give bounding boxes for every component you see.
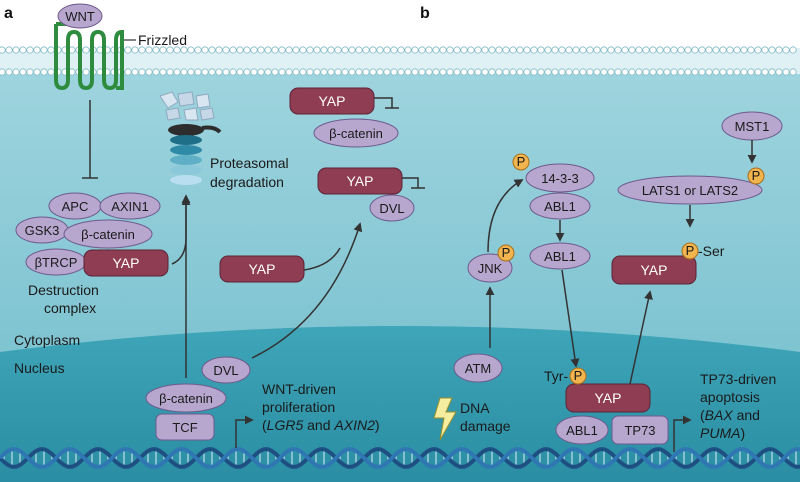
frizzled-receptor xyxy=(54,24,124,91)
phospho-tyr xyxy=(569,367,587,385)
dvl-top-label: DVL xyxy=(379,201,404,216)
arrow-jnk-to-14-3-3 xyxy=(487,179,524,253)
beta-catenin-nucleus-protein xyxy=(145,383,227,413)
lats-protein xyxy=(617,175,763,205)
jnk-label: JNK xyxy=(478,261,503,276)
yap-top-box xyxy=(289,87,375,115)
tp73-line2: apoptosis xyxy=(700,389,760,405)
yap-nucleus-box xyxy=(565,383,651,413)
tp73-protein xyxy=(611,415,669,445)
dvl-nucleus-protein xyxy=(201,356,251,384)
destruction-label-line1: Destruction xyxy=(28,282,99,298)
yap-top-label: YAP xyxy=(319,93,346,109)
tp73-label: TP73 xyxy=(624,423,655,438)
protein-14-3-3-label: 14-3-3 xyxy=(541,171,579,186)
yap-complex-box xyxy=(83,249,169,277)
abl1-nucleus-label: ABL1 xyxy=(566,423,598,438)
tp73-line4: PUMA) xyxy=(700,425,745,441)
yap-complex-label: YAP xyxy=(113,255,140,271)
gsk3-label: GSK3 xyxy=(25,223,60,238)
yap-right-box xyxy=(611,255,697,285)
phospho-ser xyxy=(681,242,699,260)
abl1-mid-protein xyxy=(529,242,591,270)
arrow-wnt-driven xyxy=(235,415,254,448)
phospho-14-3-3-label: P xyxy=(517,154,526,169)
yap-nucleus-label: YAP xyxy=(595,390,622,406)
protein-14-3-3 xyxy=(525,163,595,193)
abl1-nucleus-protein xyxy=(555,415,609,445)
wnt-driven-line2: proliferation xyxy=(262,399,335,415)
phospho-14-3-3 xyxy=(512,153,530,171)
tcf-label: TCF xyxy=(172,420,197,435)
yap-free-box xyxy=(219,255,305,283)
dvl-top-protein xyxy=(369,194,415,222)
nucleus-label: Nucleus xyxy=(14,360,65,376)
beta-catenin-top-label: β-catenin xyxy=(329,126,383,141)
atm-protein xyxy=(453,353,503,383)
lightning-bolt-icon xyxy=(433,397,457,441)
arrow-dvl-to-yap xyxy=(251,222,363,359)
yap-dvl-box xyxy=(317,167,403,195)
wnt-ligand xyxy=(57,3,103,29)
beta-catenin-complex-protein xyxy=(63,219,153,249)
dna-helix xyxy=(0,447,800,469)
arrow-yap-free xyxy=(303,247,341,271)
plasma-membrane xyxy=(0,46,800,76)
btrcp-label: βTRCP xyxy=(35,255,78,270)
beta-catenin-complex-label: β-catenin xyxy=(81,227,135,242)
axin1-label: AXIN1 xyxy=(111,199,149,214)
destruction-complex: APC AXIN1 GSK3 β-catenin βTRCP YAP xyxy=(15,192,169,277)
tyr-label: Tyr- xyxy=(544,368,568,384)
phospho-jnk xyxy=(497,244,515,262)
yap-dvl-label: YAP xyxy=(347,173,374,189)
proteasome xyxy=(159,91,222,185)
proteasomal-label-line1: Proteasomal xyxy=(210,155,289,171)
arrow-yap-nuc-to-cyto xyxy=(629,290,653,385)
dna-damage-line1: DNA xyxy=(460,400,490,416)
arrow-abl1-to-yap xyxy=(561,269,580,368)
panel-label-a: a xyxy=(4,5,13,22)
proteasomal-label-line2: degradation xyxy=(210,174,284,190)
atm-label: ATM xyxy=(465,361,491,376)
wnt-driven-line1: WNT-driven xyxy=(262,381,336,397)
jnk-protein xyxy=(467,253,513,283)
destruction-label-line2: complex xyxy=(44,300,96,316)
yap-free-label: YAP xyxy=(249,261,276,277)
inhibition-yap-bcat xyxy=(374,97,393,108)
cytoplasm-label: Cytoplasm xyxy=(14,332,80,348)
apc-label: APC xyxy=(62,199,89,214)
abl1-mid-label: ABL1 xyxy=(544,249,576,264)
phospho-ser-label: P xyxy=(686,243,695,258)
phospho-jnk-label: P xyxy=(502,245,511,260)
lats-label: LATS1 or LATS2 xyxy=(642,183,738,198)
phospho-lats xyxy=(747,167,765,185)
phospho-lats-label: P xyxy=(752,168,761,183)
axin1-protein xyxy=(99,192,161,220)
tp73-line3: (BAX and xyxy=(700,407,760,423)
arrow-tp73-driven xyxy=(673,415,692,452)
panel-label-b: b xyxy=(420,5,430,22)
tp73-line1: TP73-driven xyxy=(700,371,776,387)
dna-damage-line2: damage xyxy=(460,418,511,434)
abl1-top-label: ABL1 xyxy=(544,199,576,214)
dvl-nucleus-label: DVL xyxy=(213,363,238,378)
wnt-label: WNT xyxy=(65,9,95,24)
yap-right-label: YAP xyxy=(641,262,668,278)
frizzled-label: Frizzled xyxy=(138,32,187,48)
beta-catenin-nucleus-label: β-catenin xyxy=(159,391,213,406)
abl1-top-protein xyxy=(529,192,591,220)
tcf-protein xyxy=(155,413,215,441)
beta-catenin-top-protein xyxy=(313,118,399,148)
mst1-label: MST1 xyxy=(735,119,770,134)
ser-label: -Ser xyxy=(698,243,725,259)
nucleus-region xyxy=(0,326,800,482)
phospho-tyr-label: P xyxy=(574,368,583,383)
wnt-driven-line3: (LGR5 and AXIN2) xyxy=(262,417,380,433)
inhibition-yap-dvl xyxy=(402,177,419,188)
